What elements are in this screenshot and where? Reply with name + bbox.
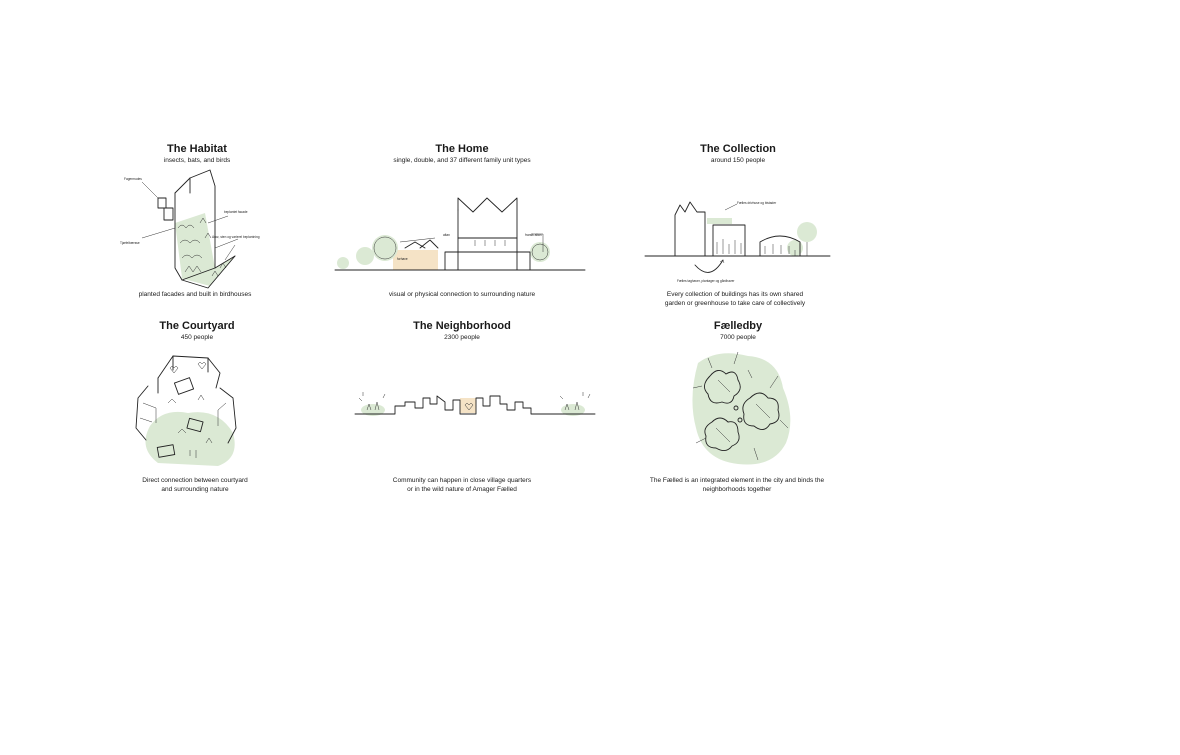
courtyard-title: The Courtyard [159,320,235,332]
panel-faelledby: Fælledby 7000 people [678,320,798,342]
habitat-label-4: Aroz, sten og varierel beplantning [212,235,260,239]
collection-caption-line-2: garden or greenhouse to take care of col… [664,300,806,307]
courtyard-caption-line-1: Direct connection between courtyard [142,477,248,484]
collection-title: The Collection [700,143,776,155]
panel-habitat: The Habitat insects, bats, and birds [117,143,277,165]
habitat-label-1: Fagermudes [124,177,142,181]
neighborhood-subtitle: 2300 people [444,334,480,341]
neighborhood-caption: Community can happen in close village qu… [362,476,562,494]
collection-subtitle: around 150 people [710,157,766,164]
faelledby-caption-line-2: neighborhoods together [702,486,772,493]
faelledby-title: Fælledby [713,320,763,332]
courtyard-caption-line-2: and surrounding nature [161,486,229,493]
habitat-label-3: beplantet facade [224,210,248,214]
faelledby-caption: The Fælled is an integrated element in t… [622,476,852,494]
neighborhood-illustration [354,392,596,416]
faelledby-illustration [692,351,791,465]
habitat-label-2: Tjørfelbærsse [120,241,140,245]
collection-illustration: Fælles drivhuse og bistader Fælles tagha… [644,201,831,283]
home-caption: visual or physical connection to surroun… [388,291,536,298]
courtyard-subtitle: 450 people [180,334,214,341]
neighborhood-caption-line-2: or in the wild nature of Amager Fælled [407,486,517,493]
home-label-forhave: forhave [397,257,408,261]
home-label-fransk: fransk altan [525,233,542,237]
panel-neighborhood: The Neighborhood 2300 people [392,320,532,342]
collection-label-1: Fælles drivhuse og bistader [737,201,777,205]
habitat-subtitle: insects, bats, and birds [163,157,231,164]
habitat-title: The Habitat [167,143,227,155]
collection-caption: Every collection of buildings has its ow… [640,290,830,308]
collection-label-2: Fælles taghaver, plantager og gårdhaver [677,279,735,283]
habitat-caption: planted facades and built in birdhouses [138,291,252,298]
home-label-altan: altan [443,233,450,237]
collection-caption-line-1: Every collection of buildings has its ow… [666,291,804,298]
panel-collection: The Collection around 150 people [668,143,808,165]
courtyard-illustration [135,355,237,466]
home-subtitle: single, double, and 37 different family … [393,157,531,164]
faelledby-subtitle: 7000 people [720,334,756,341]
home-title: The Home [435,143,489,155]
panel-courtyard: The Courtyard 450 people [137,320,257,342]
faelledby-caption-line-1: The Fælled is an integrated element in t… [649,477,825,484]
neighborhood-title: The Neighborhood [413,320,511,332]
neighborhood-caption-line-1: Community can happen in close village qu… [392,477,532,484]
habitat-illustration: Fagermudes Tjørfelbærsse beplantet facad… [120,169,260,289]
panel-home: The Home single, double, and 37 differen… [362,143,562,165]
courtyard-caption: Direct connection between courtyard and … [115,476,275,494]
home-illustration: altan fransk altan forhave [334,197,586,271]
